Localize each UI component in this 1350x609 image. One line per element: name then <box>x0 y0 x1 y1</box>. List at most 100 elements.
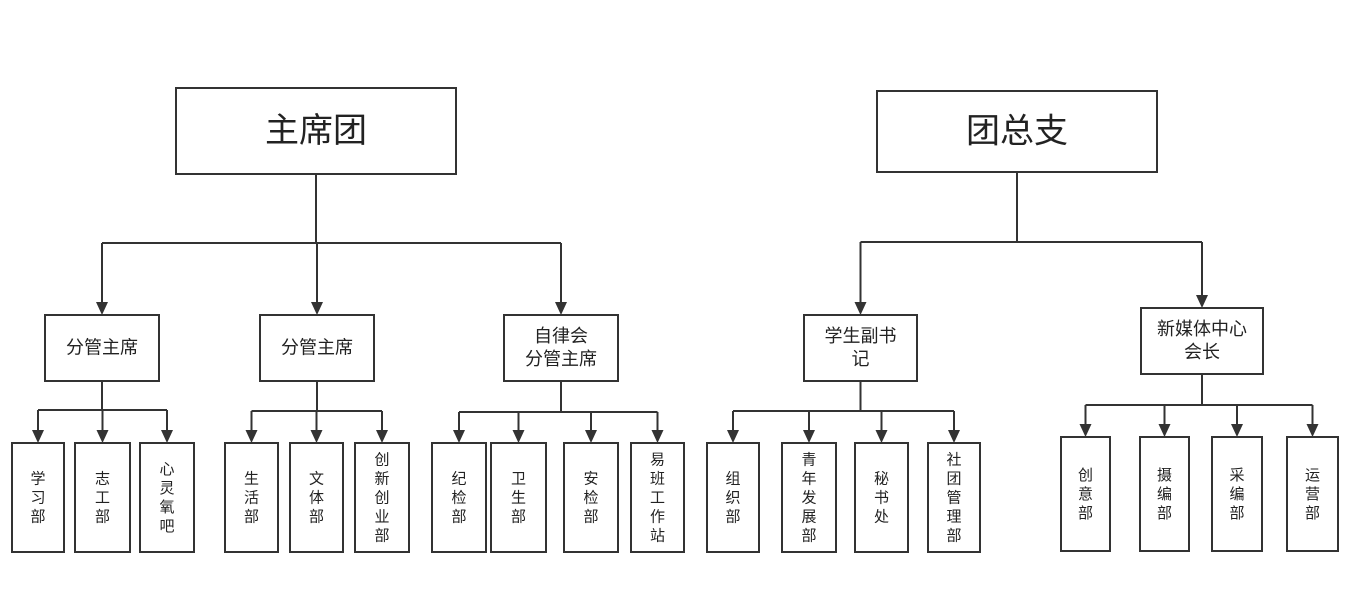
node-label: 摄编部 <box>1157 466 1172 522</box>
arrowhead-weisheng <box>512 430 525 443</box>
node-label: 分管主席 <box>66 338 138 359</box>
arrowhead-xinling <box>161 430 173 443</box>
node-box <box>1140 307 1264 375</box>
arrowhead-fg1 <box>96 302 108 315</box>
arrowhead-xmt <box>1196 295 1208 308</box>
node-shenghuo: 生活部 <box>224 442 279 553</box>
node-box <box>630 442 685 553</box>
arrowhead-shebian <box>1158 424 1171 437</box>
node-xinling: 心灵氧吧 <box>139 442 195 553</box>
node-label: 自律会分管主席 <box>525 326 597 370</box>
node-label: 创意部 <box>1078 466 1093 522</box>
node-label: 采编部 <box>1229 466 1244 522</box>
node-box <box>224 442 279 553</box>
arrowhead-qingnian <box>803 430 815 443</box>
node-box <box>854 442 909 553</box>
node-box <box>431 442 487 553</box>
node-label: 学习部 <box>30 470 45 526</box>
node-xmt: 新媒体中心会长 <box>1140 307 1264 375</box>
node-label: 分管主席 <box>281 338 353 359</box>
node-zlh: 自律会分管主席 <box>503 314 619 382</box>
node-box <box>490 442 547 553</box>
node-zhigong: 志工部 <box>74 442 131 553</box>
arrowhead-zlh <box>555 302 567 315</box>
node-label: 运营部 <box>1305 466 1320 522</box>
arrowhead-xsfsj <box>854 302 867 315</box>
arrowhead-mishu <box>875 430 888 443</box>
arrowhead-yunying <box>1306 424 1319 437</box>
arrowhead-yiban <box>651 430 664 443</box>
arrowhead-zuzhi <box>727 430 739 443</box>
node-box <box>175 87 457 175</box>
node-label: 学生副书记 <box>825 326 897 370</box>
node-box <box>1286 436 1339 552</box>
node-shebian: 摄编部 <box>1139 436 1190 552</box>
node-box <box>74 442 131 553</box>
node-box <box>803 314 918 382</box>
node-mishu: 秘书处 <box>854 442 909 553</box>
node-label: 纪检部 <box>451 470 466 526</box>
node-label: 创新创业部 <box>374 451 389 545</box>
arrowhead-chuangyi <box>1079 424 1092 437</box>
node-box <box>781 442 837 553</box>
arrowhead-shetuan <box>948 430 960 443</box>
arrowhead-wenti <box>310 430 323 443</box>
node-xsfsj: 学生副书记 <box>803 314 918 382</box>
node-wenti: 文体部 <box>289 442 344 553</box>
node-label: 青年发展部 <box>801 451 816 545</box>
node-caibian: 采编部 <box>1211 436 1263 552</box>
node-label: 秘书处 <box>874 470 889 526</box>
node-fg1: 分管主席 <box>44 314 160 382</box>
node-box <box>1060 436 1111 552</box>
node-tuanzongzhi: 团总支 <box>876 90 1158 173</box>
node-label: 新媒体中心会长 <box>1157 319 1247 363</box>
node-label: 易班工作站 <box>650 451 665 545</box>
node-box <box>44 314 160 382</box>
node-box <box>139 442 195 553</box>
node-qingnian: 青年发展部 <box>781 442 837 553</box>
node-box <box>563 442 619 553</box>
node-anjian: 安检部 <box>563 442 619 553</box>
node-box <box>503 314 619 382</box>
node-box <box>259 314 375 382</box>
node-label: 组织部 <box>725 470 740 526</box>
arrowhead-fg2 <box>311 302 323 315</box>
node-xuexi: 学习部 <box>11 442 65 553</box>
arrowhead-chuangxin <box>376 430 388 443</box>
node-label: 生活部 <box>244 470 259 526</box>
arrowhead-anjian <box>585 430 597 443</box>
node-label: 团总支 <box>966 112 1068 152</box>
node-label: 志工部 <box>95 470 110 526</box>
node-jijian: 纪检部 <box>431 442 487 553</box>
node-label: 卫生部 <box>511 470 526 526</box>
node-yiban: 易班工作站 <box>630 442 685 553</box>
arrowhead-shenghuo <box>245 430 258 443</box>
node-box <box>289 442 344 553</box>
node-label: 心灵氧吧 <box>159 460 174 535</box>
arrowhead-zhigong <box>96 430 109 443</box>
node-label: 安检部 <box>583 470 598 526</box>
node-chuangxin: 创新创业部 <box>354 442 410 553</box>
arrowhead-xuexi <box>32 430 44 443</box>
node-box <box>927 442 981 553</box>
node-chuangyi: 创意部 <box>1060 436 1111 552</box>
node-label: 社团管理部 <box>946 451 961 545</box>
arrowhead-jijian <box>453 430 465 443</box>
node-box <box>11 442 65 553</box>
edges <box>32 172 1319 443</box>
node-box <box>1139 436 1190 552</box>
node-box <box>1211 436 1263 552</box>
arrowhead-caibian <box>1231 424 1243 437</box>
node-box <box>706 442 760 553</box>
node-box <box>876 90 1158 173</box>
node-shetuan: 社团管理部 <box>927 442 981 553</box>
node-zhuxituan: 主席团 <box>175 87 457 175</box>
node-fg2: 分管主席 <box>259 314 375 382</box>
node-weisheng: 卫生部 <box>490 442 547 553</box>
node-box <box>354 442 410 553</box>
node-zuzhi: 组织部 <box>706 442 760 553</box>
node-label: 主席团 <box>265 111 367 151</box>
node-yunying: 运营部 <box>1286 436 1339 552</box>
